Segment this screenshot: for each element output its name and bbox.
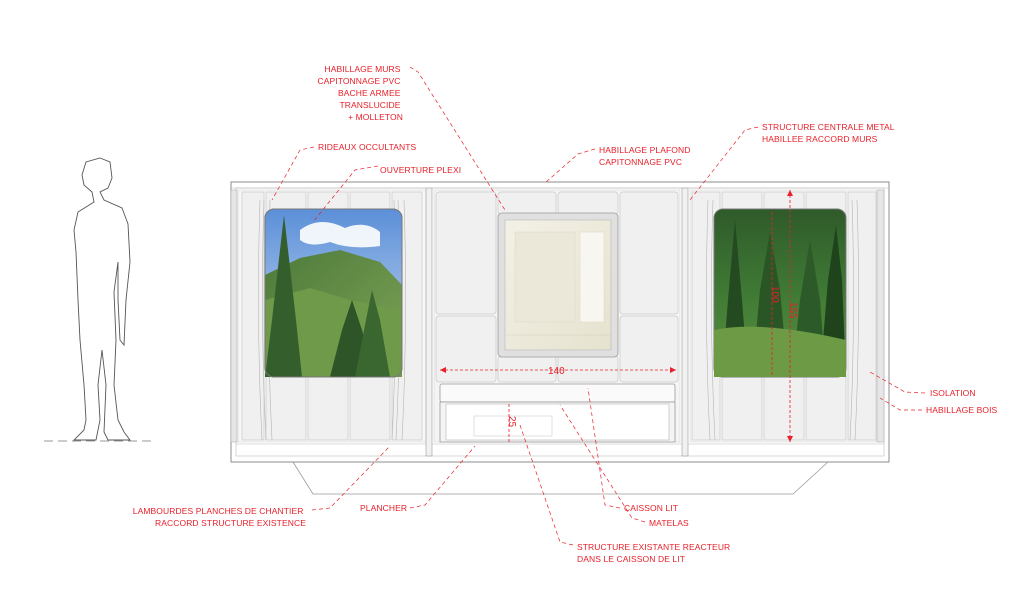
center-mirror (497, 212, 619, 358)
dim-155-label: 155 (787, 302, 798, 319)
dim-140-label: 140 (548, 366, 565, 377)
dimension-25: 25 (506, 404, 517, 442)
center-section (433, 189, 681, 443)
annotations: HABILLAGE MURS CAPITONNAGE PVC BACHE ARM… (133, 64, 998, 564)
dimension-100: 100 (769, 212, 780, 376)
label-habillage-bois: HABILLAGE BOIS (926, 405, 998, 415)
label-structure-centrale: STRUCTURE CENTRALE METAL HABILLEE RACCOR… (762, 122, 897, 144)
dim-100-label: 100 (769, 286, 780, 303)
dimension-155: 155 (787, 190, 798, 442)
label-matelas: MATELAS (649, 518, 689, 528)
label-plancher: PLANCHER (360, 503, 407, 513)
label-rideaux: RIDEAUX OCCULTANTS (318, 142, 417, 152)
window-left-landscape (264, 208, 403, 378)
dimension-140: 140 (440, 366, 676, 377)
dim-25-label: 25 (506, 416, 517, 428)
leader-lines (271, 66, 926, 546)
left-section (237, 189, 427, 443)
label-isolation: ISOLATION (930, 388, 976, 398)
window-right-forest (713, 208, 847, 378)
label-habillage-plafond: HABILLAGE PLAFOND CAPITONNAGE PVC (599, 145, 693, 167)
label-caisson-lit: CAISSON LIT (624, 503, 678, 513)
label-ouverture: OUVERTURE PLEXI (380, 165, 461, 175)
insulation-strip (230, 189, 885, 443)
curtain-right (706, 199, 859, 441)
label-structure-existante: STRUCTURE EXISTANTE REACTEUR DANS LE CAI… (577, 542, 733, 564)
bed-box (439, 383, 676, 443)
human-silhouette-icon (44, 157, 154, 442)
container-body (230, 181, 890, 495)
label-habillage-murs: HABILLAGE MURS CAPITONNAGE PVC BACHE ARM… (317, 64, 403, 122)
label-lambourdes: LAMBOURDES PLANCHES DE CHANTIER RACCORD … (133, 506, 306, 528)
right-section (230, 189, 885, 443)
